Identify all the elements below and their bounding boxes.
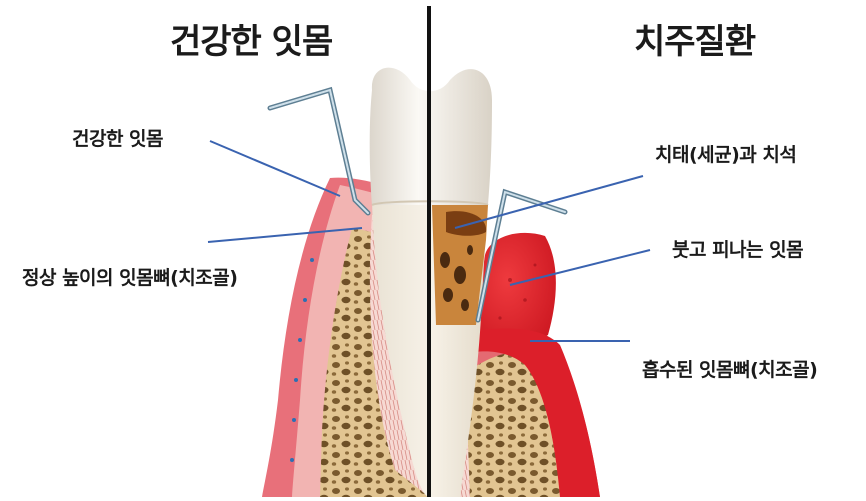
label-plaque-tartar: 치태(세균)과 치석: [655, 140, 796, 167]
probe-left: [270, 90, 368, 213]
label-swollen-gum: 붓고 피나는 잇몸: [672, 235, 803, 262]
heading-healthy-gum: 건강한 잇몸: [170, 14, 332, 63]
label-healthy-gum: 건강한 잇몸: [72, 124, 163, 151]
heading-periodontal-disease: 치주질환: [634, 14, 755, 63]
leader-healthy-gum: [210, 141, 340, 196]
label-normal-bone: 정상 높이의 잇몸뼈(치조골): [22, 263, 237, 290]
label-resorbed-bone: 흡수된 잇몸뼈(치조골): [642, 355, 817, 382]
